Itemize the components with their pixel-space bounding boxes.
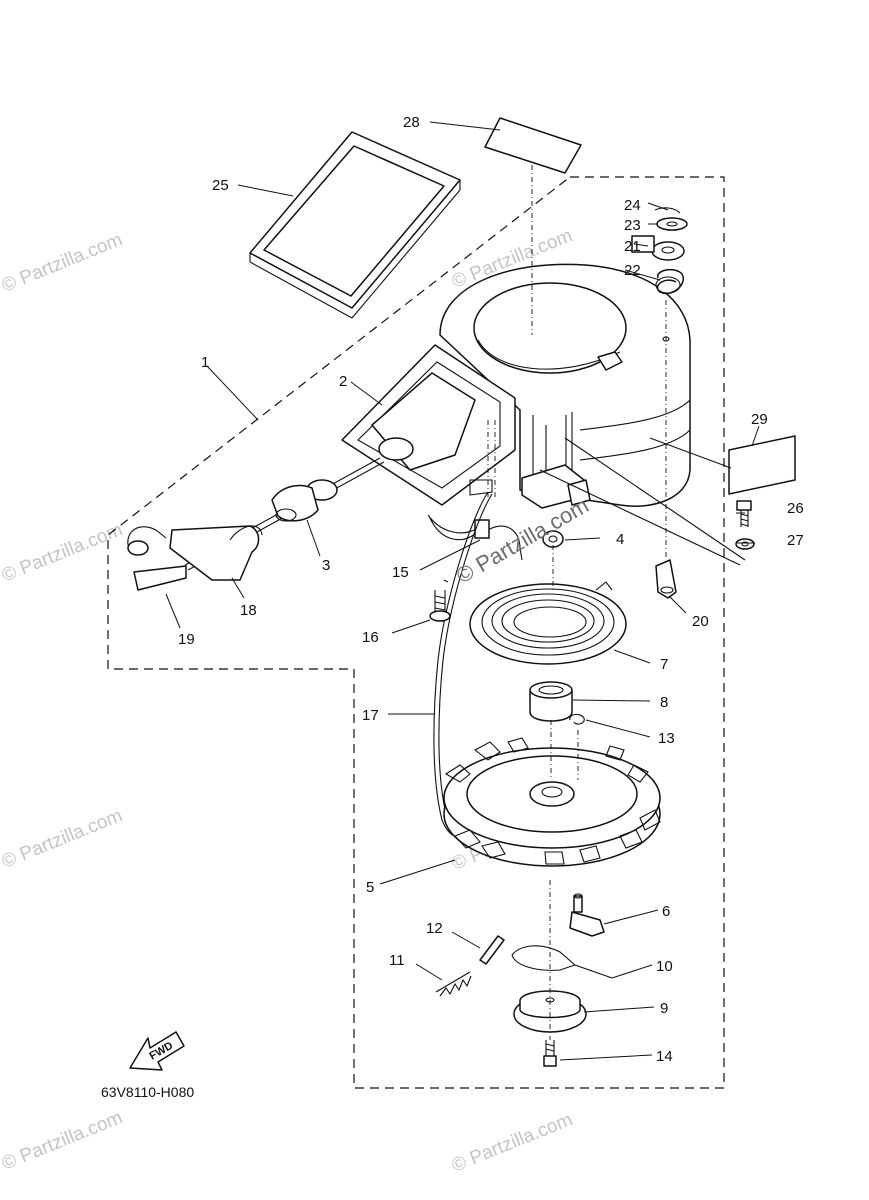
part-21-collar (651, 241, 685, 261)
watermark: © Partzilla.com (0, 229, 126, 296)
cable-parts (427, 479, 523, 838)
callout-2: 2 (339, 373, 347, 390)
watermark: © Partzilla.com (0, 1107, 126, 1174)
callout-24: 24 (624, 197, 641, 214)
callout-16: 16 (362, 629, 379, 646)
callout-15: 15 (392, 564, 409, 581)
part-27-washer (735, 538, 755, 550)
callout-5: 5 (366, 879, 374, 896)
callout-17: 17 (362, 707, 379, 724)
part-13-clip (569, 713, 585, 725)
assembly-boundary (107, 176, 725, 1089)
part-25-gasket (249, 131, 461, 319)
leader-lines (165, 121, 760, 1061)
part-28-label (484, 117, 582, 174)
callout-29: 29 (751, 411, 768, 428)
callout-3: 3 (322, 557, 330, 574)
watermark: © Partzilla.com (0, 519, 126, 586)
callout-12: 12 (426, 920, 443, 937)
handle-rope-assembly (127, 457, 385, 591)
part-8-bushing (529, 681, 573, 722)
callout-4: 4 (616, 531, 624, 548)
watermark: © Partzilla.com (0, 805, 126, 872)
callout-7: 7 (660, 656, 668, 673)
callout-27: 27 (787, 532, 804, 549)
callout-26: 26 (787, 500, 804, 517)
callout-18: 18 (240, 602, 257, 619)
part-23-washer (656, 217, 688, 231)
callout-19: 19 (178, 631, 195, 648)
part-21-clip (631, 235, 655, 253)
part-29-label (728, 435, 796, 495)
part-26-bolt (736, 500, 752, 527)
watermark: © Partzilla.com (449, 1109, 576, 1176)
center-lines (487, 165, 746, 1040)
part-7-spiral-spring (469, 581, 627, 665)
callout-21: 21 (624, 238, 641, 255)
part-14-bolt (543, 1040, 557, 1067)
callout-9: 9 (660, 1000, 668, 1017)
part-12-pin (479, 935, 505, 965)
starter-housing (341, 263, 691, 509)
part-19-clip (133, 565, 187, 591)
callout-6: 6 (662, 903, 670, 920)
callout-13: 13 (658, 730, 675, 747)
part-5-reel (443, 737, 661, 867)
center-watermark: © Partzilla.com (452, 493, 593, 589)
callout-14: 14 (656, 1048, 673, 1065)
callout-8: 8 (660, 694, 668, 711)
drawing-code: 63V8110-H080 (101, 1084, 194, 1100)
part-24-pin (654, 207, 681, 214)
callout-28: 28 (403, 114, 420, 131)
part-10-spring (511, 945, 613, 979)
part-6-pawl (569, 893, 605, 937)
callout-20: 20 (692, 613, 709, 630)
part-11-spring (435, 971, 472, 997)
callout-23: 23 (624, 217, 641, 234)
callout-11: 11 (389, 952, 405, 969)
part-16-screw (429, 590, 451, 622)
callout-22: 22 (624, 262, 641, 279)
callout-1: 1 (201, 354, 209, 371)
callout-25: 25 (212, 177, 229, 194)
fwd-arrow-icon: FWD (129, 1031, 185, 1071)
part-18-handle (169, 525, 260, 581)
part-20-bracket (655, 559, 677, 599)
callout-10: 10 (656, 958, 673, 975)
callouts: 28 25 24 23 21 22 1 2 29 26 27 4 3 15 18… (178, 114, 804, 1065)
